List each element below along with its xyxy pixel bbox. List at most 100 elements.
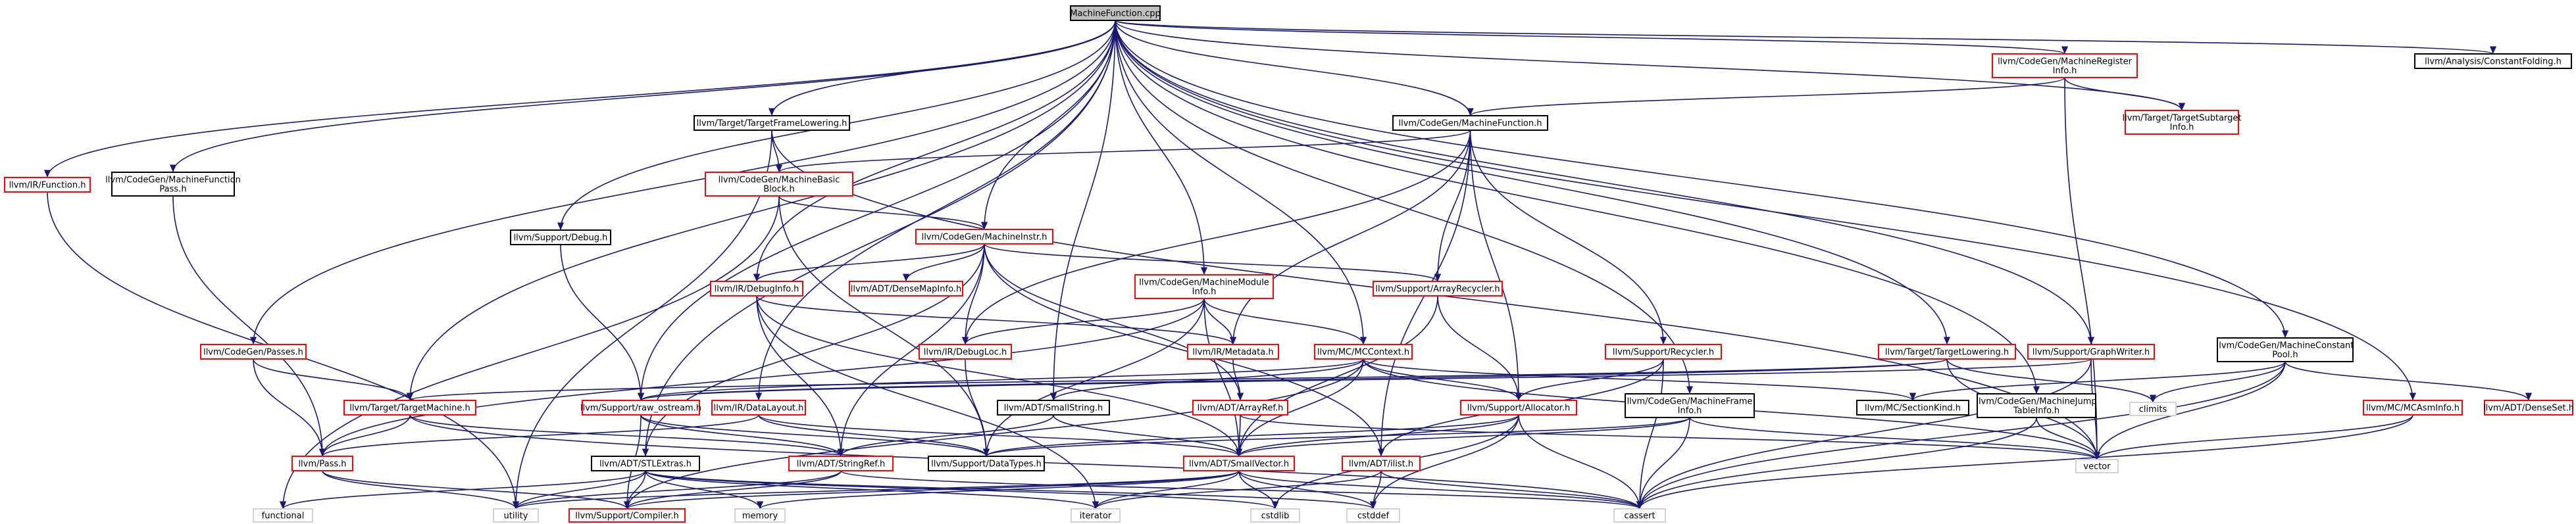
edge-debug-to-rawos	[560, 244, 645, 401]
node-vector[interactable]: vector	[2075, 459, 2119, 473]
edge-layer	[44, 20, 2532, 510]
node-memory[interactable]: memory	[734, 508, 786, 523]
node-label: Info.h	[2170, 123, 2194, 133]
edge-tl-to-climits	[1946, 358, 2157, 403]
node-alloc[interactable]: llvm/Support/Allocator.h	[1460, 400, 1577, 416]
node-aref[interactable]: llvm/ADT/ArrayRef.h	[1192, 400, 1288, 416]
node-box	[1071, 508, 1121, 523]
edge-mfp-to-pass	[172, 195, 326, 457]
node-denseset[interactable]: llvm/ADT/DenseSet.h	[2483, 400, 2574, 416]
edge-mcctx-to-compiler	[623, 358, 1364, 510]
node-label: cstdlib	[1261, 512, 1290, 521]
edge-rawos-to-dtypes	[640, 414, 990, 457]
node-arec[interactable]: llvm/Support/ArrayRecycler.h	[1373, 281, 1503, 297]
node-label: Info.h	[1678, 406, 1702, 416]
edge-mmi-to-mcctx	[1203, 298, 1367, 345]
node-iterator[interactable]: iterator	[1071, 508, 1121, 523]
node-label: TableInfo.h	[2013, 406, 2059, 416]
node-cstdlib[interactable]: cstdlib	[1250, 508, 1300, 523]
node-mcai[interactable]: llvm/MC/MCAsmInfo.h	[2363, 400, 2463, 416]
node-box	[849, 281, 963, 297]
node-mcctx[interactable]: llvm/MC/MCContext.h	[1314, 344, 1413, 360]
node-pass[interactable]: llvm/Pass.h	[291, 456, 353, 471]
node-label: llvm/CodeGen/MachineJump	[1976, 397, 2096, 407]
node-box	[343, 400, 476, 416]
node-label: Info.h	[1192, 287, 1217, 297]
node-fn[interactable]: llvm/IR/Function.h	[4, 177, 91, 193]
node-label: llvm/Support/GraphWriter.h	[2033, 348, 2150, 358]
node-ss[interactable]: llvm/ADT/SmallString.h	[997, 400, 1110, 416]
node-compiler[interactable]: llvm/Support/Compiler.h	[568, 508, 686, 523]
node-tl[interactable]: llvm/Target/TargetLowering.h	[1878, 344, 2016, 360]
edge-dbginfo-to-sref	[756, 295, 845, 457]
edge-mmi-to-sv	[1203, 298, 1243, 457]
node-box	[253, 508, 313, 523]
node-rawos[interactable]: llvm/Support/raw_ostream.h	[580, 400, 701, 416]
node-recycler[interactable]: llvm/Support/Recycler.h	[1605, 344, 1722, 360]
node-mcsk[interactable]: llvm/MC/SectionKind.h	[1856, 400, 1969, 416]
node-mf[interactable]: llvm/CodeGen/MachineFunction.h	[1392, 115, 1548, 131]
node-label: functional	[262, 512, 305, 521]
node-ilist[interactable]: llvm/ADT/ilist.h	[1342, 456, 1421, 471]
node-dbginfo[interactable]: llvm/IR/DebugInfo.h	[710, 281, 803, 297]
edge-ss-to-sref	[837, 414, 1054, 457]
node-gw[interactable]: llvm/Support/GraphWriter.h	[2027, 344, 2155, 360]
node-metadata[interactable]: llvm/IR/Metadata.h	[1187, 344, 1279, 360]
node-cstddef[interactable]: cstddef	[1346, 508, 1400, 523]
node-label: llvm/CodeGen/MachineBasic	[719, 176, 840, 185]
edge-mfi-to-dtypes	[983, 417, 1690, 457]
node-dl[interactable]: llvm/IR/DataLayout.h	[711, 400, 806, 416]
edge-mi-to-stlx	[642, 243, 985, 457]
node-tm[interactable]: llvm/Target/TargetMachine.h	[343, 400, 476, 416]
edge-mmi-to-dbgloc	[961, 298, 1205, 345]
node-label: llvm/CodeGen/Passes.h	[203, 348, 303, 358]
node-sv[interactable]: llvm/ADT/SmallVector.h	[1183, 456, 1295, 471]
node-climits[interactable]: climits	[2129, 402, 2177, 416]
edge-sv-to-utility	[513, 470, 1240, 510]
edge-sv-to-cstddef	[1238, 470, 1377, 510]
node-functional[interactable]: functional	[253, 508, 313, 523]
edge-pass-to-utility	[322, 470, 520, 510]
node-mi[interactable]: llvm/CodeGen/MachineInstr.h	[915, 229, 1053, 245]
node-stlx[interactable]: llvm/ADT/STLExtras.h	[591, 456, 700, 471]
edge-tm-to-sref	[409, 414, 844, 457]
node-box	[1605, 344, 1722, 360]
edge-mf-to-alloc	[1469, 130, 1523, 401]
edge-dbginfo-to-metadata	[756, 295, 1236, 345]
node-box	[928, 456, 1045, 471]
node-tfl[interactable]: llvm/Target/TargetFrameLowering.h	[694, 115, 850, 131]
node-box	[2125, 110, 2239, 135]
node-dmi[interactable]: llvm/ADT/DenseMapInfo.h	[849, 281, 963, 297]
node-label: llvm/CodeGen/MachineFunction	[105, 176, 241, 185]
node-cf[interactable]: llvm/Analysis/ConstantFolding.h	[2414, 53, 2572, 69]
node-label: llvm/CodeGen/MachineConstant	[2217, 341, 2354, 351]
node-label: llvm/MC/MCContext.h	[1317, 348, 1409, 358]
edge-mbb-to-dtypes	[778, 195, 990, 457]
node-dbgloc[interactable]: llvm/IR/DebugLoc.h	[919, 344, 1012, 360]
node-box	[591, 456, 700, 471]
node-cassert[interactable]: cassert	[1613, 508, 1666, 523]
node-passes[interactable]: llvm/CodeGen/Passes.h	[200, 344, 307, 360]
edge-root-to-stlx	[642, 20, 1116, 457]
node-debug[interactable]: llvm/Support/Debug.h	[510, 229, 611, 245]
edge-gw-to-rawos	[638, 358, 2092, 401]
edge-arec-to-alloc	[1437, 295, 1523, 401]
node-sref[interactable]: llvm/ADT/StringRef.h	[788, 456, 894, 471]
node-utility[interactable]: utility	[493, 508, 539, 523]
node-dtypes[interactable]: llvm/Support/DataTypes.h	[928, 456, 1045, 471]
edge-mcp-to-cassert	[1636, 361, 2286, 510]
node-root[interactable]: MachineFunction.cpp	[1070, 5, 1161, 21]
node-label: Pass.h	[159, 185, 186, 195]
edge-root-to-tm	[406, 20, 1116, 401]
node-box	[997, 400, 1110, 416]
edge-mi-to-sref	[837, 243, 985, 457]
